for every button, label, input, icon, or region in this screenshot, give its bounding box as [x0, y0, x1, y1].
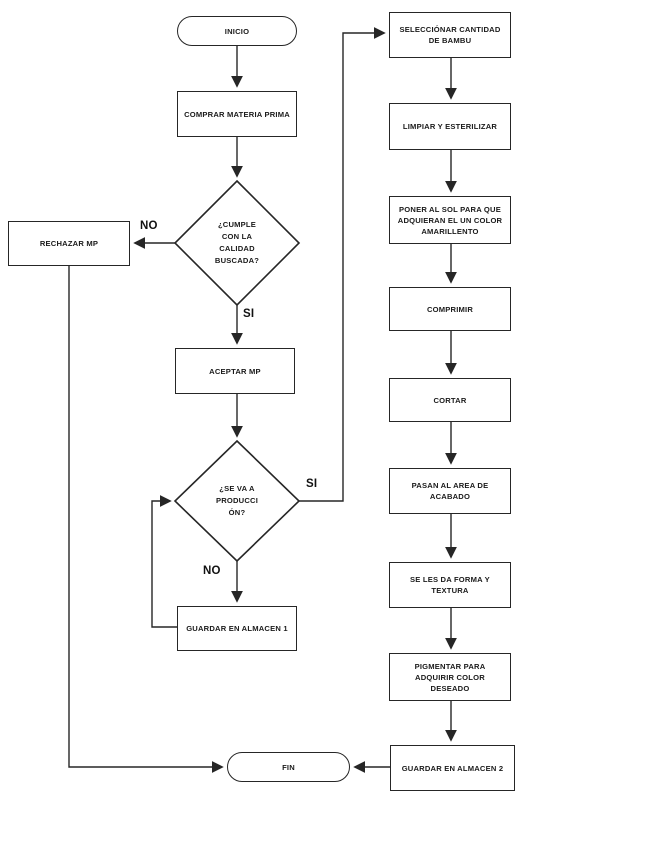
node-pigmentar-label: PIGMENTAR PARA ADQUIRIR COLOR DESEADO [414, 661, 486, 693]
node-limpiar-esterilizar: LIMPIAR Y ESTERILIZAR [389, 103, 511, 150]
node-limpiar-label: LIMPIAR Y ESTERILIZAR [402, 122, 498, 131]
node-comprimir-label: COMPRIMIR [426, 304, 474, 314]
node-cumple-label: ¿CUMPLE CON LA CALIDAD BUSCADA? [214, 220, 260, 265]
connector-guardar1-seva-loop [151, 495, 177, 628]
node-comprimir: COMPRIMIR [389, 287, 511, 331]
node-guardar2-label: GUARDAR EN ALMACEN 2 [401, 763, 504, 773]
decision-diamond-cumple [173, 179, 301, 307]
node-seleccionar-label: SELECCIÓNAR CANTIDAD DE BAMBU [399, 25, 501, 45]
node-fin-label: FIN [282, 762, 295, 772]
node-guardar-almacen-2: GUARDAR EN ALMACEN 2 [390, 745, 515, 791]
node-comprar-label: COMPRAR MATERIA PRIMA [184, 109, 290, 119]
node-seva-label: ¿SE VA A PRODUCCIÓN? [215, 484, 259, 517]
node-comprar-materia-prima: COMPRAR MATERIA PRIMA [177, 91, 297, 137]
node-inicio-label: INICIO [224, 26, 250, 36]
decision-diamond-seva [173, 439, 301, 563]
node-poner-label: PONER AL SOL PARA QUE ADQUIERAN EL UN CO… [397, 204, 503, 236]
connector-seva-seleccionar-si [299, 27, 386, 502]
node-guardar-almacen-1: GUARDAR EN ALMACEN 1 [177, 606, 297, 651]
edge-label-si-produccion: SI [306, 478, 318, 490]
node-pasan-label: PASAN AL AREA DE ACABADO [411, 481, 489, 501]
node-aceptar-mp: ACEPTAR MP [175, 348, 295, 394]
node-aceptar-label: ACEPTAR MP [209, 366, 261, 376]
node-rechazar-mp: RECHAZAR MP [8, 221, 130, 266]
node-forma-label: SE LES DA FORMA Y TEXTURA [410, 575, 490, 595]
node-forma-textura: SE LES DA FORMA Y TEXTURA [389, 562, 511, 608]
node-seleccionar-cantidad-bambu: SELECCIÓNAR CANTIDAD DE BAMBU [389, 12, 511, 58]
node-se-va-produccion: ¿SE VA A PRODUCCIÓN? [213, 464, 261, 538]
node-cortar: CORTAR [389, 378, 511, 422]
node-cortar-label: CORTAR [433, 395, 467, 405]
node-cumple-calidad: ¿CUMPLE CON LA CALIDAD BUSCADA? [211, 205, 263, 281]
edge-label-no-produccion: NO [203, 565, 221, 577]
node-inicio: INICIO [177, 16, 297, 46]
node-guardar1-label: GUARDAR EN ALMACEN 1 [186, 624, 288, 633]
node-poner-al-sol: PONER AL SOL PARA QUE ADQUIERAN EL UN CO… [389, 196, 511, 244]
node-pasan-area-acabado: PASAN AL AREA DE ACABADO [389, 468, 511, 514]
edge-label-no-cumple: NO [140, 220, 158, 232]
edge-label-si-cumple: SI [243, 308, 255, 320]
node-pigmentar-color: PIGMENTAR PARA ADQUIRIR COLOR DESEADO [389, 653, 511, 701]
node-rechazar-label: RECHAZAR MP [39, 239, 99, 248]
connector-rechazar-fin [68, 266, 224, 773]
node-fin: FIN [227, 752, 350, 782]
